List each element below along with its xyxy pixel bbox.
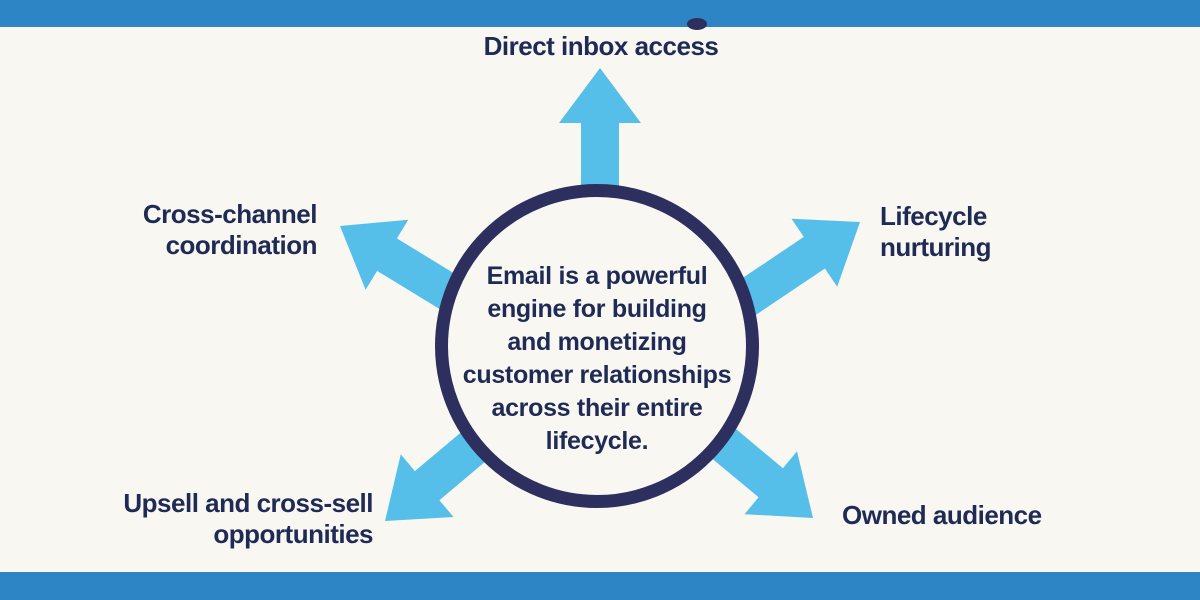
spoke-label-upsell-cross-sell: Upsell and cross-sell opportunities [123, 488, 373, 549]
arrow-upper-right-icon [733, 218, 860, 316]
spoke-label-direct-inbox-access: Direct inbox access [483, 31, 719, 61]
top-accent-bar [0, 0, 1200, 27]
arrow-lower-right-icon [708, 426, 813, 518]
center-statement-text: Email is a powerful engine for building … [462, 262, 732, 455]
center-circle-ring [435, 184, 759, 508]
arrow-up-icon [559, 68, 641, 195]
arrow-upper-left-icon [340, 219, 464, 312]
spoke-label-cross-channel-coordination: Cross-channel coordination [142, 199, 318, 260]
cropped-glyph-artifact [687, 18, 707, 30]
bottom-accent-bar [0, 572, 1200, 600]
spoke-label-lifecycle-nurturing: Lifecycle nurturing [880, 201, 992, 262]
arrow-lower-left-icon [385, 429, 490, 521]
spoke-label-owned-audience: Owned audience [842, 500, 1042, 530]
